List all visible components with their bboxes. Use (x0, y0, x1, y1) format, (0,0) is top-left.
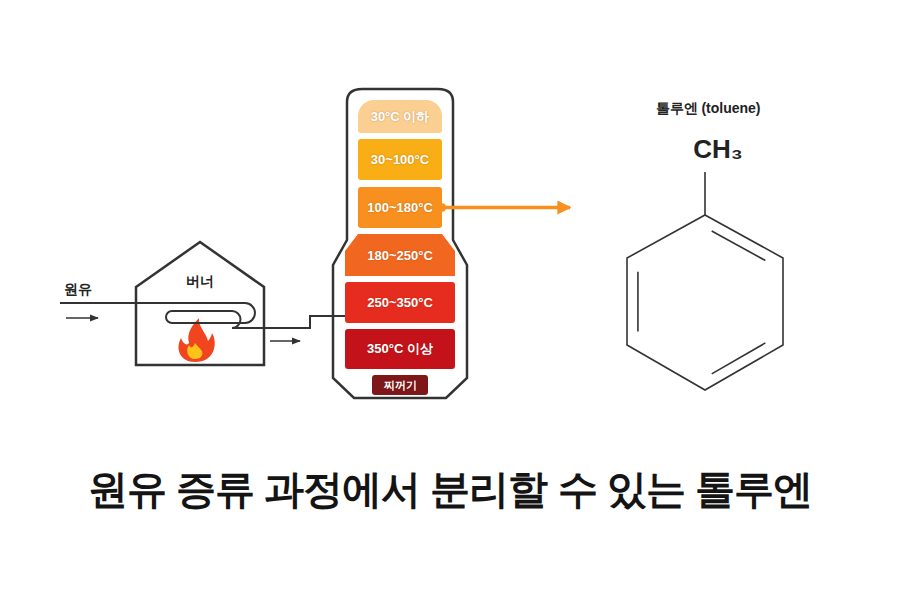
fraction-band: 100~180°C (358, 187, 442, 228)
temperature-label: 180~250°C (367, 248, 433, 263)
band-shape (345, 234, 455, 276)
house-outline (135, 240, 265, 367)
temperature-label: 30~100°C (371, 152, 429, 167)
double-bond-line (712, 343, 766, 374)
input-label: 원유 (64, 281, 92, 299)
residue-box: 찌꺼기 (372, 375, 428, 395)
flow-arrow (66, 317, 98, 319)
temperature-label: 350°C 이상 (367, 340, 433, 358)
methyl-group: CH₃ (693, 134, 743, 165)
flame-icon (179, 318, 215, 362)
temperature-label: 100~180°C (367, 200, 433, 215)
house-outline (136, 242, 264, 365)
benzene-ring (570, 90, 800, 400)
product-arrow (442, 206, 570, 210)
feed-pipe (265, 316, 345, 328)
residue-label: 찌꺼기 (384, 378, 417, 393)
compound-name: 톨루엔 (toluene) (656, 100, 761, 118)
distillation-column (333, 89, 467, 398)
fraction-band: 250~350°C (345, 282, 455, 323)
fraction-band: 180~250°C (345, 234, 455, 276)
fraction-band: 30~100°C (358, 139, 442, 180)
double-bond-line (637, 272, 639, 332)
title: 원유 증류 과정에서 분리할 수 있는 톨루엔 (0, 462, 900, 517)
double-bond-line (712, 231, 766, 261)
bond-line (704, 172, 706, 215)
flow-arrow (270, 340, 300, 342)
burner-house: 버너 (135, 240, 265, 367)
temperature-label: 250~350°C (367, 295, 433, 310)
temperature-label: 30°C 이하 (371, 108, 430, 126)
pipe-coil (60, 303, 265, 328)
benzene-ring (627, 215, 783, 390)
fraction-band: 30°C 이하 (358, 100, 442, 133)
toluene-structure: 톨루엔 (toluene) CH₃ (570, 90, 800, 400)
burner-label: 버너 (186, 273, 214, 291)
fraction-band: 350°C 이상 (345, 329, 455, 369)
